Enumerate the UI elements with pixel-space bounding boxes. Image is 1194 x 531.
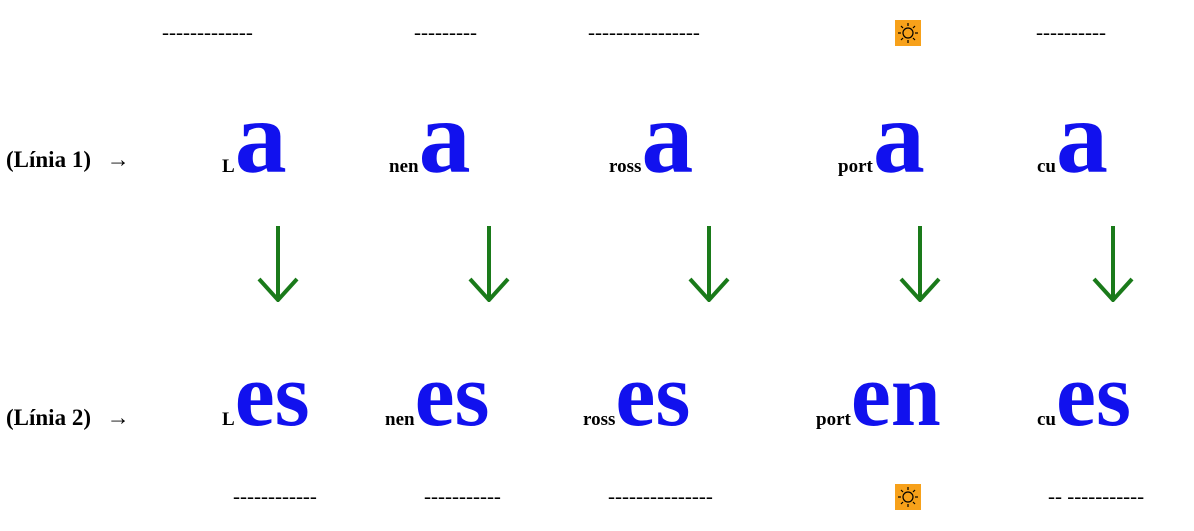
down-arrow-icon xyxy=(257,226,299,302)
line1-label-text: (Línia 1) xyxy=(6,147,91,172)
word-ending: a xyxy=(1056,80,1108,195)
word-stem: nen xyxy=(385,409,415,430)
top-dash-1: ------------- xyxy=(162,20,253,44)
word-ending: es xyxy=(1056,346,1131,445)
line2-word-3: rosses xyxy=(583,351,690,441)
down-arrow-icon xyxy=(899,226,941,302)
line2-word-1: Les xyxy=(222,351,310,441)
word-stem: port xyxy=(838,156,873,177)
bottom-dash-3: --------------- xyxy=(608,484,713,508)
word-stem: ross xyxy=(609,156,642,177)
word-stem: nen xyxy=(389,156,419,177)
word-stem: ross xyxy=(583,409,616,430)
bottom-dash-4: -- ----------- xyxy=(1048,484,1145,508)
down-arrow-icon xyxy=(1092,226,1134,302)
word-stem: cu xyxy=(1037,409,1056,430)
line1-word-4: porta xyxy=(838,86,925,190)
word-stem: port xyxy=(816,409,851,430)
word-ending: a xyxy=(234,80,287,195)
sun-icon xyxy=(895,20,921,46)
word-ending: a xyxy=(418,80,471,195)
word-ending: es xyxy=(414,346,490,445)
line1-label: (Línia 1) → xyxy=(6,147,130,173)
top-dash-4: ---------- xyxy=(1036,20,1106,44)
line1-word-1: La xyxy=(222,86,287,190)
down-arrow-icon xyxy=(688,226,730,302)
line2-label: (Línia 2) → xyxy=(6,405,130,431)
word-stem: L xyxy=(222,156,235,177)
top-dash-2: --------- xyxy=(414,20,477,44)
word-stem: cu xyxy=(1037,156,1056,177)
word-ending: en xyxy=(850,346,941,445)
line2-label-text: (Línia 2) xyxy=(6,405,91,430)
word-stem: L xyxy=(222,409,235,430)
down-arrow-icon xyxy=(468,226,510,302)
line2-word-2: nenes xyxy=(385,351,490,441)
top-dash-3: ---------------- xyxy=(588,20,700,44)
sun-icon xyxy=(895,484,921,510)
line2-word-4: porten xyxy=(816,351,941,441)
line2-word-5: cues xyxy=(1037,351,1131,441)
bottom-dash-2: ----------- xyxy=(424,484,501,508)
bottom-dash-1: ------------ xyxy=(233,484,317,508)
word-ending: es xyxy=(615,346,691,445)
word-ending: es xyxy=(234,346,310,445)
line1-word-3: rossa xyxy=(609,86,693,190)
right-arrow-icon: → xyxy=(106,147,130,172)
line1-word-5: cua xyxy=(1037,86,1108,190)
word-ending: a xyxy=(872,80,925,195)
word-ending: a xyxy=(641,80,694,195)
right-arrow-icon: → xyxy=(106,405,130,430)
line1-word-2: nena xyxy=(389,86,471,190)
